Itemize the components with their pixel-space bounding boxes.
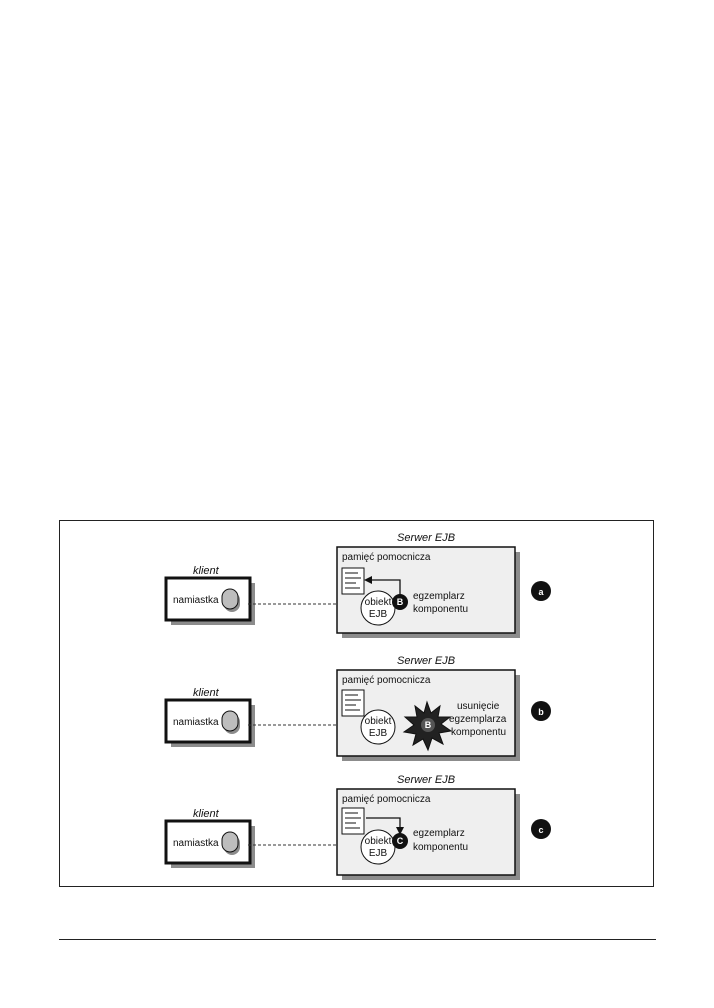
stub-icon bbox=[221, 588, 239, 610]
panel-c: klient namiastka Serwer EJB pamięć pomoc… bbox=[164, 774, 551, 880]
panel-b: klient namiastka Serwer EJB pamięć pomoc… bbox=[164, 655, 551, 761]
bean-badge bbox=[421, 718, 435, 732]
ejb-object-line-2: EJB bbox=[369, 609, 388, 620]
bean-text-line-2: komponentu bbox=[413, 842, 468, 853]
passivate-arrow bbox=[370, 579, 401, 596]
stub-label: namiastka bbox=[173, 595, 219, 606]
figure-frame: klient namiastka Serwer EJB pamięć pomoc… bbox=[59, 520, 654, 887]
stub-label: namiastka bbox=[173, 838, 219, 849]
arrow-head-icon bbox=[364, 576, 372, 584]
bean-badge bbox=[392, 833, 408, 849]
bean-text-line-3: komponentu bbox=[451, 727, 506, 738]
state-letter: b bbox=[538, 707, 544, 717]
diagram-canvas: klient namiastka Serwer EJB pamięć pomoc… bbox=[164, 532, 551, 880]
client-title: klient bbox=[193, 565, 220, 577]
bean-letter: B bbox=[425, 720, 432, 730]
bean-text-line-1: egzemplarz bbox=[413, 591, 465, 602]
bean-letter: C bbox=[397, 836, 404, 846]
page-footer-rule bbox=[59, 939, 656, 940]
server-title: Serwer EJB bbox=[397, 532, 455, 544]
bean-text-line-1: usunięcie bbox=[457, 701, 500, 712]
stub-icon bbox=[221, 710, 239, 732]
state-badge-c bbox=[531, 819, 551, 839]
bean-text-line-2: egzemplarza bbox=[449, 714, 507, 725]
arrow-head-icon bbox=[396, 827, 404, 835]
cache-label: pamięć pomocnicza bbox=[342, 794, 431, 805]
server-box bbox=[336, 788, 516, 876]
state-letter: a bbox=[538, 587, 544, 597]
state-letter: c bbox=[538, 825, 543, 835]
stub-icon bbox=[221, 831, 239, 853]
server-title: Serwer EJB bbox=[397, 774, 455, 786]
ejb-object-line-2: EJB bbox=[369, 848, 388, 859]
server-title: Serwer EJB bbox=[397, 655, 455, 667]
cache-label: pamięć pomocnicza bbox=[342, 675, 431, 686]
ejb-object-line-1: obiekt bbox=[365, 716, 392, 727]
cache-label: pamięć pomocnicza bbox=[342, 552, 431, 563]
cache-document-icon bbox=[341, 689, 365, 717]
bean-text-line-2: komponentu bbox=[413, 604, 468, 615]
client-title: klient bbox=[193, 687, 220, 699]
client-title: klient bbox=[193, 808, 220, 820]
activate-arrow bbox=[366, 817, 401, 829]
cache-document-icon bbox=[341, 807, 365, 835]
ejb-object-line-1: obiekt bbox=[365, 836, 392, 847]
bean-text-line-1: egzemplarz bbox=[413, 828, 465, 839]
state-badge-b bbox=[531, 701, 551, 721]
bean-letter: B bbox=[397, 597, 404, 607]
cache-document-icon bbox=[341, 567, 365, 595]
ejb-object-line-1: obiekt bbox=[365, 597, 392, 608]
state-badge-a bbox=[531, 581, 551, 601]
ejb-object-line-2: EJB bbox=[369, 728, 388, 739]
stub-label: namiastka bbox=[173, 717, 219, 728]
bean-badge bbox=[392, 594, 408, 610]
ejb-object-circle bbox=[360, 709, 396, 745]
panel-a: klient namiastka Serwer EJB pamięć pomoc… bbox=[164, 532, 551, 638]
